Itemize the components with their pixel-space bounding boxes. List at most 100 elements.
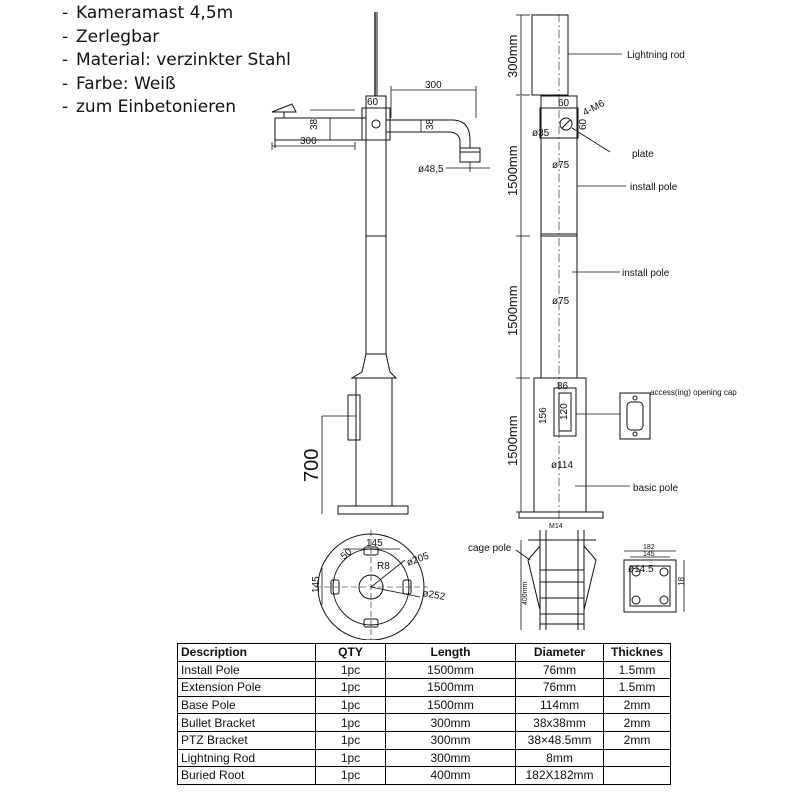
side-base-pole [355,377,393,507]
flange-radius-dim: R8 [377,561,390,572]
root-inner-dim: 145 [643,551,655,558]
callout-lightning-rod: Lightning rod [627,50,685,61]
front-plate-side-dim: 60 [578,118,589,130]
ptz-outer-dim: ø48,5 [418,164,444,175]
root-plate-hole [659,595,669,605]
ptz-tube-dim: 38 [425,118,436,130]
ptz-camera-mount [459,147,481,163]
flange-slot [363,546,379,556]
rod-height-dim: 300mm [505,35,520,78]
bullet-camera-mount [271,103,297,113]
table-row: Extension Pole 1pc 1500mm 76mm 1.5mm [177,678,671,697]
ptz-arm-bottom [386,131,461,148]
flange-side-dim: 145 [311,576,322,593]
side-plate-size-dim: 60 [367,97,379,108]
side-plate-hole [371,119,381,129]
front-base-pole [533,377,587,513]
side-view-pole [337,12,409,515]
seg1-length-dim: 1500mm [505,145,520,196]
flange-inner-dim: ø205 [405,551,431,569]
feature-item: -Kameramast 4,5m [62,3,234,23]
base-height-dim: 700 [301,449,323,482]
root-hole-dim: ø14.5 [628,564,654,575]
side-install-pole [365,95,387,237]
technical-drawing: 38 300 300 60 38 ø48,5 700 300mm 60 60 4… [271,12,737,640]
front-base-plate [518,511,604,519]
header-length: Length [385,643,516,662]
front-door-frame [558,392,572,432]
bullet-arm-size-dim: 38 [309,118,320,130]
front-lightning-rod [531,14,569,96]
cage-height-dim: 400mm [522,581,529,605]
table-row: PTZ Bracket 1pc 300mm 38×48.5mm 2mm [177,730,671,750]
cage-label: cage pole [468,543,512,554]
plate-hole-dim: ø35 [532,128,550,139]
seg2-diameter-dim: ø75 [552,296,570,307]
table-row: Lightning Rod 1pc 300mm 8mm [177,748,671,768]
spec-table: Description QTY Length Diameter Thicknes… [177,643,671,785]
ptz-arm-top [386,119,471,148]
access-cap-plate [619,392,651,440]
base-height-dimension [321,415,356,514]
callout-basic-pole: basic pole [633,483,678,494]
door-width-dim: 86 [557,381,569,392]
front-view-pole [518,14,604,520]
door-inner-dim: 120 [559,403,570,420]
root-plate-outer [623,559,677,613]
table-row: Bullet Bracket 1pc 300mm 38x38mm 2mm [177,713,671,732]
callout-plate: plate [632,149,654,160]
side-mount-plate [361,107,391,141]
root-plate-hole [631,595,641,605]
front-dimensions [516,14,530,513]
bullet-arm-length-dim: 300 [300,136,317,147]
flange-top-dim: 145 [366,538,383,549]
front-plate-size-dim: 60 [558,98,570,109]
feature-item: -Farbe: Weiß [62,73,176,94]
flange-slot [363,618,379,628]
header-diameter: Diameter [515,643,604,662]
callout-install-pole: install pole [630,182,678,193]
seg1-diameter-dim: ø75 [552,160,570,171]
cage-bolt-dim: M14 [549,523,563,530]
seg2-length-dim: 1500mm [505,285,520,336]
feature-item: -Zerlegbar [62,26,160,47]
root-plate-inner [629,565,671,607]
side-base-plate [337,505,409,515]
seg3-length-dim: 1500mm [505,415,520,466]
callout-leaders [568,53,630,487]
table-row: Buried Root 1pc 400mm 182X182mm [177,766,671,785]
base-diameter-dim: ø114 [551,460,573,471]
side-transition-cone [350,353,398,379]
feature-list: -Kameramast 4,5m -Zerlegbar -Material: v… [62,2,291,120]
feature-item: -Material: verzinkter Stahl [62,50,291,70]
callout-access-cap: access(ing) opening cap [650,388,737,397]
cage-drawing [515,530,597,630]
root-plate-hole [631,567,641,577]
bolts-dim: 4-M6 [581,98,607,119]
ptz-bracket [386,86,490,172]
feature-item: -zum Einbetonieren [62,97,237,117]
header-qty: QTY [315,643,386,662]
door-height-dim: 156 [538,407,549,424]
access-cap-slot [626,401,644,431]
table-header-row: Description QTY Length Diameter Thicknes [177,643,671,662]
bullet-arm [274,117,367,141]
header-thickness: Thicknes [603,643,671,662]
table-row: Base Pole 1pc 1500mm 114mm 2mm [177,695,671,715]
root-plate-hole [659,567,669,577]
header-description: Description [177,643,316,662]
root-plate-drawing [623,550,685,613]
root-offset-dim: 18 [677,577,686,586]
callout-install-pole: install pole [622,268,670,279]
table-row: Install Pole 1pc 1500mm 76mm 1.5mm [177,660,671,680]
flange-outer-dim: ø252 [421,588,446,603]
bullet-bracket [271,103,367,150]
ptz-arm-length-dim: 300 [425,80,442,91]
root-outer-dim: 182 [643,544,655,551]
flange-drawing [315,530,428,640]
access-cap-detail [619,392,651,440]
side-access-door [347,394,361,441]
side-extension-pole [365,235,387,355]
front-access-door [553,387,577,437]
